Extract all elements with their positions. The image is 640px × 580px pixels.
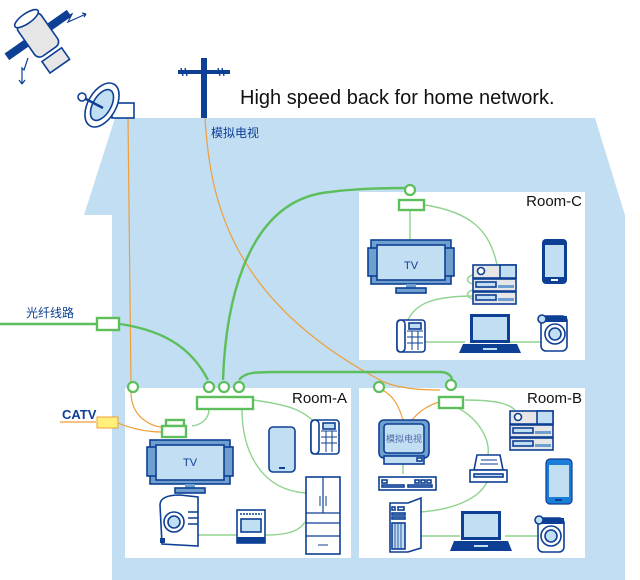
room-c-tv-label: TV (404, 260, 419, 272)
room-b-switch (437, 395, 465, 410)
room-a-refrigerator (305, 476, 341, 555)
hub-node-3 (232, 380, 246, 394)
room-a-oven (236, 509, 266, 544)
room-a-smartphone (268, 426, 296, 473)
room-b-smartphone (545, 458, 573, 505)
room-c-audio-stack (472, 264, 517, 305)
hub-node-b (444, 378, 458, 392)
signal-up-arrowhead (81, 12, 87, 18)
room-a-switch (195, 395, 255, 411)
room-b-crt-tv: 模拟电视 (378, 419, 430, 465)
room-c-switch (397, 198, 426, 212)
room-c-label: Room-C (526, 193, 582, 210)
catv-label: CATV (62, 407, 97, 422)
hub-node-2 (217, 380, 231, 394)
room-c-smartphone (542, 239, 567, 284)
room-b-label: Room-B (527, 390, 582, 407)
room-c-desk-phone (396, 319, 426, 353)
signal-down-icon (21, 57, 29, 84)
fiber-terminal (95, 316, 121, 332)
hub-node-1 (202, 380, 216, 394)
room-a-label: Room-A (292, 390, 347, 407)
set-top-box (160, 418, 188, 439)
room-b-desktop-tower (389, 496, 422, 553)
room-a-tv-label: TV (183, 457, 198, 469)
hub-node-c (403, 183, 417, 197)
room-b-printer (469, 454, 508, 483)
room-c-camera (537, 314, 568, 352)
coax-node-b (372, 380, 386, 394)
signal-up-icon (57, 12, 87, 24)
fiber-line-label: 光纤线路 (26, 305, 74, 320)
room-a-desk-phone (310, 419, 340, 455)
analog-tv-label: 模拟电视 (211, 125, 259, 140)
room-b-crt-tv-label: 模拟电视 (386, 433, 422, 445)
satellite-dish-icon (77, 82, 135, 128)
diagram-title: High speed back for home network. (240, 87, 555, 109)
room-b-audio-stack (509, 410, 554, 451)
coax-node-a (126, 380, 140, 394)
utility-pole-icon (178, 58, 230, 118)
catv-terminal (96, 416, 119, 429)
room-b-laptop (450, 511, 512, 551)
room-c-tv: TV (367, 239, 455, 294)
room-a-washing-machine (159, 494, 199, 547)
signal-down-arrowhead (18, 79, 26, 85)
room-b-camera (534, 515, 565, 553)
satellite-icon (4, 8, 72, 75)
room-a-tv: TV (146, 439, 234, 494)
room-c-laptop (459, 314, 521, 353)
room-b-video-recorder (378, 476, 437, 491)
